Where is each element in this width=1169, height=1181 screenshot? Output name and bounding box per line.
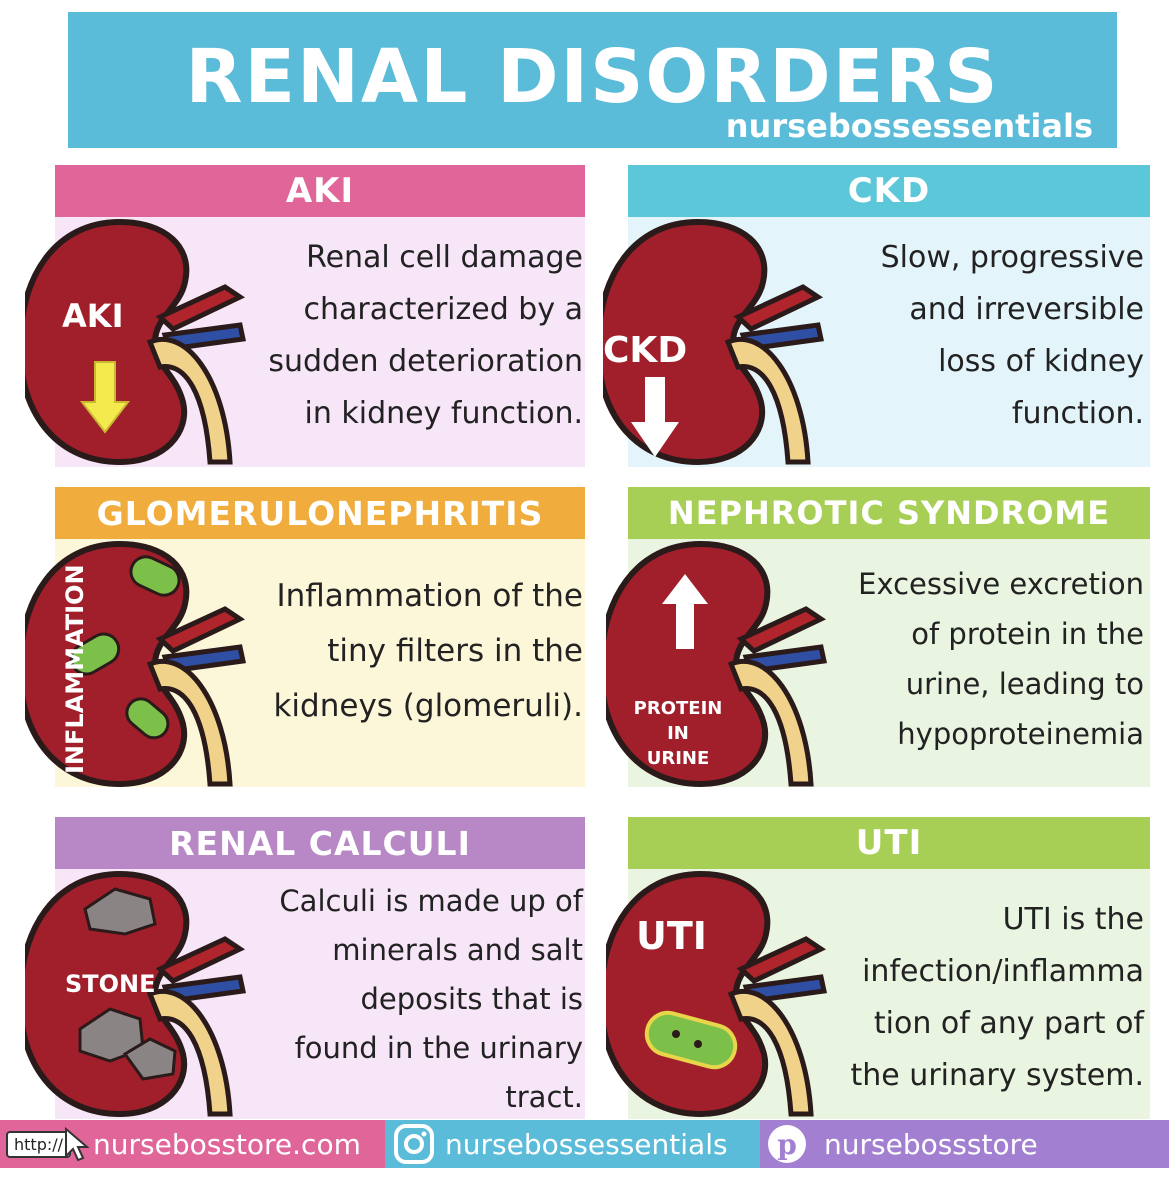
card-aki: AKI AKI Renal cell damage characterized … bbox=[25, 165, 585, 467]
card-uti-line: UTI is the bbox=[1002, 902, 1144, 937]
kidney-icon: UTI bbox=[606, 870, 828, 1118]
card-calculi-line: Calculi is made up of bbox=[279, 884, 583, 918]
card-calculi-body: STONE Calculi is made up of minerals and… bbox=[25, 869, 585, 1122]
card-ckd-text: Slow, progressive and irreversible loss … bbox=[881, 232, 1144, 440]
card-glomerulonephritis-body: INFLAMMATION Inflammation of the tiny fi… bbox=[25, 539, 585, 788]
card-aki-text: Renal cell damage characterized by a sud… bbox=[268, 232, 583, 440]
card-uti-body: UTI UTI is the infection/inflamma tion o… bbox=[606, 869, 1150, 1119]
card-aki-header: AKI bbox=[55, 165, 585, 217]
card-glomerulonephritis-text: Inflammation of the tiny filters in the … bbox=[273, 569, 583, 734]
card-calculi-header: RENAL CALCULI bbox=[55, 817, 585, 869]
card-ckd-line: Slow, progressive bbox=[880, 240, 1144, 275]
bacteria-icon bbox=[69, 555, 181, 740]
card-nephrotic-header: NEPHROTIC SYNDROME bbox=[628, 487, 1150, 539]
bacteria-icon bbox=[644, 1010, 738, 1070]
card-nephrotic-line: of protein in the bbox=[911, 617, 1144, 651]
card-calculi: RENAL CALCULI STONE Calculi is made up o… bbox=[25, 817, 585, 1122]
footer-instagram: nursebossessentials bbox=[385, 1120, 760, 1168]
card-uti: UTI UTI UTI is the infection/inflamma ti… bbox=[606, 817, 1150, 1119]
stone-icon bbox=[78, 887, 177, 1081]
kidney-icon: INFLAMMATION bbox=[25, 540, 247, 788]
card-aki-line: in kidney function. bbox=[304, 396, 583, 431]
card-uti-line: tion of any part of bbox=[873, 1006, 1144, 1041]
kidney-icon: CKD bbox=[603, 218, 825, 466]
kidney-label: URINE bbox=[647, 748, 710, 769]
card-aki-body: AKI Renal cell damage characterized by a… bbox=[25, 217, 585, 467]
card-glomerulonephritis-line: kidneys (glomeruli). bbox=[273, 688, 583, 724]
card-uti-line: infection/inflamma bbox=[862, 954, 1144, 989]
svg-text:p: p bbox=[777, 1128, 797, 1161]
pinterest-icon: p bbox=[768, 1125, 806, 1163]
http-badge: http:// bbox=[6, 1130, 72, 1158]
card-glomerulonephritis-header: GLOMERULONEPHRITIS bbox=[55, 487, 585, 539]
kidney-label: CKD bbox=[603, 330, 687, 371]
instagram-icon bbox=[394, 1124, 434, 1164]
card-aki-line: Renal cell damage bbox=[306, 240, 583, 275]
kidney-icon: AKI bbox=[25, 218, 247, 466]
kidney-icon: STONE bbox=[25, 870, 247, 1118]
kidney-label: IN bbox=[667, 723, 689, 744]
card-calculi-line: deposits that is bbox=[360, 982, 583, 1016]
kidney-label: STONE bbox=[65, 970, 156, 998]
page-title: RENAL DISORDERS bbox=[185, 34, 1000, 120]
kidney-label: PROTEIN bbox=[634, 698, 723, 719]
card-ckd-body: CKD Slow, progressive and irreversible l… bbox=[603, 217, 1150, 467]
card-nephrotic-line: urine, leading to bbox=[905, 667, 1144, 701]
card-calculi-line: tract. bbox=[505, 1080, 583, 1114]
card-nephrotic-text: Excessive excretion of protein in the ur… bbox=[858, 559, 1144, 759]
card-nephrotic-line: Excessive excretion bbox=[858, 567, 1144, 601]
card-uti-text: UTI is the infection/inflamma tion of an… bbox=[851, 894, 1144, 1102]
card-uti-header: UTI bbox=[628, 817, 1150, 869]
card-glomerulonephritis-line: tiny filters in the bbox=[327, 633, 583, 669]
card-uti-line: the urinary system. bbox=[850, 1058, 1144, 1093]
card-aki-line: sudden deterioration bbox=[268, 344, 583, 379]
footer-store: http:// nursebosstore.com bbox=[0, 1120, 385, 1168]
card-glomerulonephritis-line: Inflammation of the bbox=[276, 578, 583, 614]
card-glomerulonephritis: GLOMERULONEPHRITIS INFLAMMATION Inflamma… bbox=[25, 487, 585, 788]
card-ckd-line: loss of kidney bbox=[938, 344, 1144, 379]
card-ckd: CKD CKD Slow, progressive and irreversib… bbox=[603, 165, 1150, 467]
card-nephrotic: NEPHROTIC SYNDROME PROTEIN IN URINE Exce… bbox=[606, 487, 1150, 788]
footer-pinterest: p nursebossstore bbox=[760, 1120, 1169, 1168]
card-nephrotic-line: hypoproteinemia bbox=[897, 717, 1144, 751]
store-link[interactable]: nursebosstore.com bbox=[93, 1127, 361, 1161]
card-calculi-text: Calculi is made up of minerals and salt … bbox=[279, 877, 583, 1122]
card-aki-line: characterized by a bbox=[303, 292, 584, 327]
title-handle: nursebossessentials bbox=[725, 107, 1093, 145]
kidney-label: UTI bbox=[636, 914, 707, 958]
arrow-down-icon bbox=[79, 361, 131, 434]
card-ckd-line: function. bbox=[1011, 396, 1144, 431]
kidney-icon: PROTEIN IN URINE bbox=[606, 540, 828, 788]
arrow-down-icon bbox=[631, 377, 679, 457]
card-calculi-line: found in the urinary bbox=[294, 1031, 583, 1065]
kidney-label: AKI bbox=[62, 297, 123, 335]
kidney-label: INFLAMMATION bbox=[61, 564, 89, 774]
instagram-link[interactable]: nursebossessentials bbox=[445, 1127, 728, 1161]
pinterest-link[interactable]: nursebossstore bbox=[824, 1127, 1038, 1161]
card-nephrotic-body: PROTEIN IN URINE Excessive excretion of … bbox=[606, 539, 1150, 788]
cursor-icon bbox=[65, 1126, 90, 1162]
title-banner: RENAL DISORDERS nursebossessentials bbox=[68, 12, 1117, 148]
arrow-up-icon bbox=[662, 574, 708, 649]
card-ckd-header: CKD bbox=[628, 165, 1150, 217]
card-calculi-line: minerals and salt bbox=[332, 933, 583, 967]
card-ckd-line: and irreversible bbox=[909, 292, 1144, 327]
